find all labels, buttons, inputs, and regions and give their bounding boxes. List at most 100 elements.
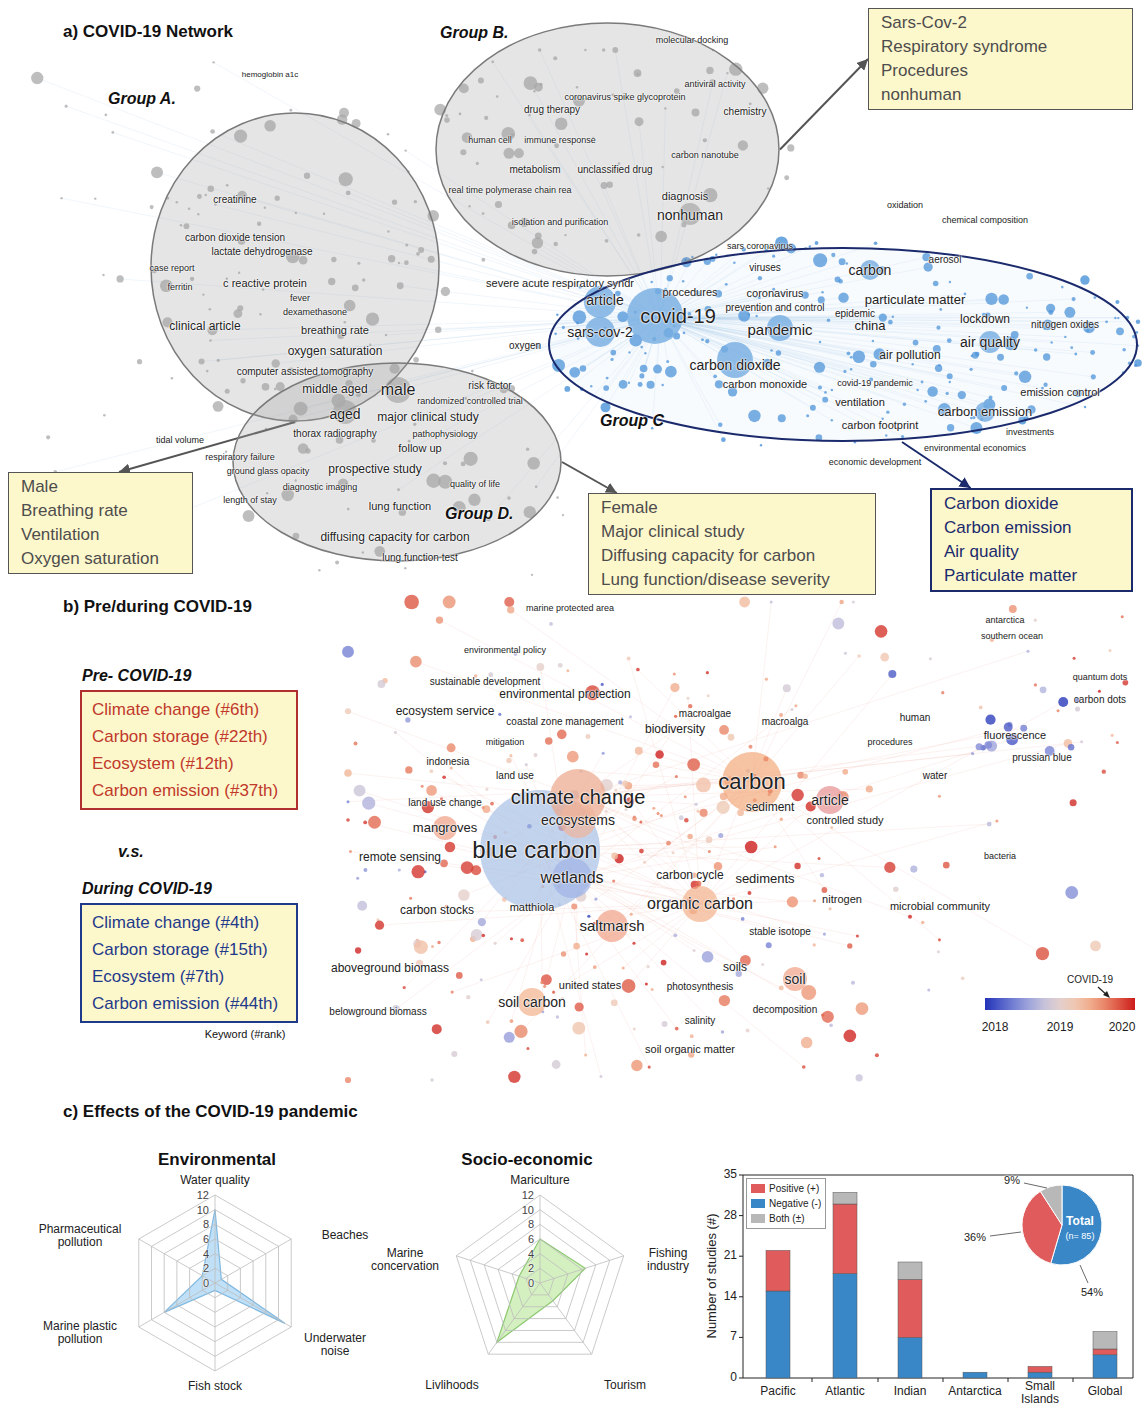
figure-mark <box>828 907 831 910</box>
figure-mark <box>566 669 569 672</box>
text-label: Global <box>1088 1385 1123 1399</box>
figure-mark <box>695 803 698 806</box>
figure-mark <box>578 797 910 917</box>
figure-mark <box>442 775 446 779</box>
text-label: Livlihoods <box>425 1379 478 1393</box>
keyword-label: oxygen <box>509 340 541 352</box>
figure-mark <box>567 751 579 763</box>
figure-mark <box>482 934 486 938</box>
figure-mark <box>766 1250 790 1291</box>
keyword-label: aerosol <box>929 254 962 266</box>
callout-line: Female <box>601 496 863 520</box>
figure-mark <box>490 802 494 806</box>
figure-mark <box>761 963 764 966</box>
text-label: 10 <box>197 1203 209 1216</box>
figure-mark <box>65 105 68 108</box>
figure-mark <box>601 683 604 686</box>
figure-mark <box>558 663 563 668</box>
keyword-label: united states <box>559 979 621 992</box>
figure-mark <box>116 275 123 282</box>
figure-mark <box>416 662 752 782</box>
figure-mark <box>739 1215 743 1216</box>
text-label: Pharmaceutical pollution <box>30 1223 130 1248</box>
figure-mark <box>466 995 470 999</box>
figure-mark <box>346 800 349 803</box>
figure-mark <box>602 752 605 755</box>
callout-line: Ventilation <box>21 523 180 547</box>
figure-mark <box>908 915 912 919</box>
figure-mark <box>480 978 483 981</box>
figure-mark <box>498 713 501 716</box>
figure-mark <box>139 1195 291 1371</box>
keyword-label: soil organic matter <box>645 1043 735 1056</box>
figure-mark <box>662 1021 668 1027</box>
text-label: Indian <box>894 1385 927 1399</box>
figure-mark <box>215 1239 291 1283</box>
keyword-label: carbon emission <box>938 405 1033 420</box>
figure-mark <box>1080 275 1089 284</box>
figure-mark <box>534 753 538 757</box>
keyword-label: covid-19 <box>640 305 716 328</box>
keyword-label: respiratory failure <box>205 452 275 462</box>
figure-mark <box>1093 1355 1117 1378</box>
keyword-label: hemoglobin a1c <box>242 70 298 79</box>
figure-mark <box>866 785 873 792</box>
figure-mark <box>779 985 784 990</box>
figure-mark <box>409 897 412 900</box>
figure-mark <box>431 945 434 948</box>
group-heading: Group B. <box>440 24 508 42</box>
callout-line: Oxygen saturation <box>21 547 180 571</box>
callout-line: Carbon emission (#37th) <box>92 777 286 804</box>
figure-mark <box>780 818 783 821</box>
figure-mark <box>943 1378 944 1382</box>
figure-mark <box>990 1232 1021 1236</box>
keyword-label: follow up <box>398 442 441 455</box>
figure-mark <box>833 1192 857 1204</box>
keyword-label: sars-cov-2 <box>567 324 632 340</box>
figure-mark <box>921 921 924 924</box>
figure-mark <box>770 600 773 603</box>
legend-row: Both (±) <box>751 1211 821 1226</box>
figure-mark <box>403 986 406 989</box>
text-label: Pre- COVID-19 <box>82 667 191 685</box>
figure-mark <box>60 197 62 199</box>
text-label: 4 <box>203 1247 209 1260</box>
figure-mark <box>643 861 646 864</box>
figure-mark <box>543 985 546 988</box>
figure-mark <box>929 657 932 660</box>
figure-mark <box>1068 744 1074 750</box>
keyword-label: computer assisted tomography <box>237 366 374 378</box>
figure-mark <box>451 991 454 994</box>
keyword-label: carbon dioxide tension <box>185 232 285 244</box>
keyword-label: photosynthesis <box>667 981 734 993</box>
keyword-label: procedures <box>867 737 912 747</box>
legend-text: Positive (+) <box>769 1183 819 1194</box>
figure-mark <box>1093 1332 1117 1349</box>
figure-mark <box>688 704 692 708</box>
figure-mark <box>842 769 848 775</box>
callout-line: Procedures <box>881 59 1120 83</box>
keyword-label: creatinine <box>213 194 256 206</box>
figure-mark <box>791 789 803 801</box>
figure-mark <box>318 569 320 571</box>
keyword-label: coastal zone management <box>506 716 623 728</box>
figure-mark <box>564 386 570 392</box>
figure-mark <box>611 999 618 1006</box>
figure-mark <box>441 287 450 296</box>
figure-mark <box>507 606 514 613</box>
figure-mark <box>194 85 200 91</box>
figure-mark <box>822 1011 834 1023</box>
figure-mark <box>765 678 768 681</box>
figure-mark <box>708 850 711 853</box>
figure-mark <box>212 61 214 63</box>
figure-mark <box>844 652 847 655</box>
figure-mark <box>874 241 878 245</box>
keyword-label: severe acute respiratory syndr <box>486 277 634 290</box>
keyword-label: indonesia <box>427 756 470 768</box>
text-label: v.s. <box>118 843 144 861</box>
keyword-label: southern ocean <box>981 631 1043 641</box>
text-label: 8 <box>203 1218 209 1231</box>
keyword-label: matthiola <box>510 901 555 914</box>
figure-mark <box>488 1283 540 1354</box>
figure-mark <box>557 730 567 740</box>
